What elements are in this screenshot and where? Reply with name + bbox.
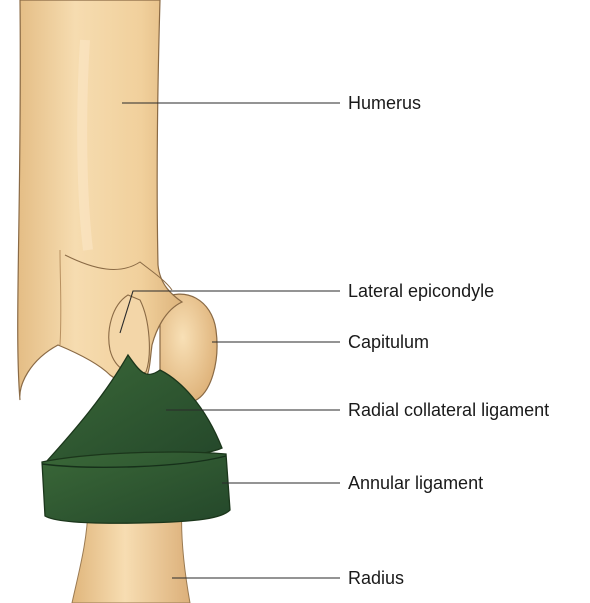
- humerus-highlight: [82, 40, 88, 250]
- label-humerus: Humerus: [348, 93, 421, 113]
- label-radius: Radius: [348, 568, 404, 588]
- annular-ligament: [42, 452, 230, 523]
- label-annular-ligament: Annular ligament: [348, 473, 483, 493]
- humerus-bone: [18, 0, 182, 400]
- label-radial-collateral-ligament: Radial collateral ligament: [348, 400, 549, 420]
- label-lateral-epicondyle: Lateral epicondyle: [348, 281, 494, 301]
- label-capitulum: Capitulum: [348, 332, 429, 352]
